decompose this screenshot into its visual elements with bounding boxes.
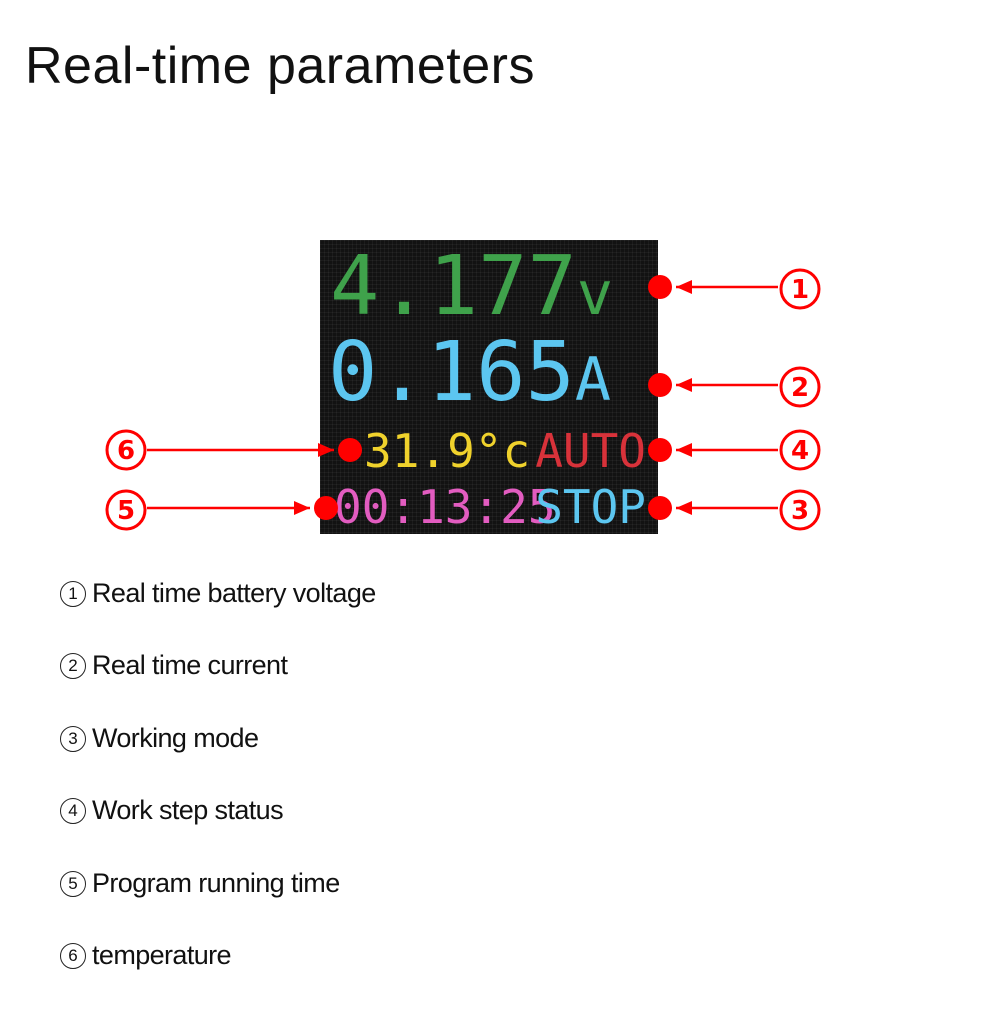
running-time-readout: 00:13:25 xyxy=(334,480,556,534)
callout-number: 4 xyxy=(791,436,809,466)
arrow-head-icon xyxy=(676,280,692,294)
temperature-value: 31.9 xyxy=(364,424,475,478)
callout-number-circle xyxy=(779,268,821,310)
legend-number: 5 xyxy=(60,870,86,897)
legend-text: Work step status xyxy=(92,795,284,826)
legend-text: Program running time xyxy=(92,867,340,898)
legend-item: 2 Real time current xyxy=(60,650,376,722)
legend-number: 3 xyxy=(60,725,86,752)
legend-text: temperature xyxy=(92,939,232,970)
page-title: Real-time parameters xyxy=(25,37,535,95)
legend-item: 4 Work step status xyxy=(60,795,376,867)
legend-number: 4 xyxy=(60,798,86,825)
current-readout: 0.165A xyxy=(328,332,611,414)
callout-3: 3 xyxy=(648,489,821,531)
step-status-readout: AUTO xyxy=(535,424,646,478)
callout-number: 3 xyxy=(791,496,809,526)
callout-dot xyxy=(314,496,338,520)
callout-number: 5 xyxy=(117,496,135,526)
arrow-head-icon xyxy=(676,501,692,515)
callout-number: 2 xyxy=(791,373,809,403)
callout-number-circle xyxy=(105,429,147,471)
callout-4: 4 xyxy=(648,429,821,471)
callout-2: 2 xyxy=(648,366,821,408)
callout-number: 1 xyxy=(791,275,809,305)
callout-number-circle xyxy=(779,489,821,531)
callout-dot xyxy=(648,438,672,462)
legend-item: 5 Program running time xyxy=(60,868,376,940)
arrow-head-icon xyxy=(676,443,692,457)
callout-number-circle xyxy=(779,366,821,408)
legend-number: 2 xyxy=(60,653,86,680)
arrow-head-icon xyxy=(676,378,692,392)
temperature-unit: °c xyxy=(474,424,531,478)
legend-item: 6 temperature xyxy=(60,940,376,1012)
legend-number: 1 xyxy=(60,581,86,607)
callout-6: 6 xyxy=(105,429,362,471)
voltage-readout: 4.177v xyxy=(330,246,613,328)
callout-number: 6 xyxy=(117,436,135,466)
callout-dot xyxy=(648,373,672,397)
legend-item: 3 Working mode xyxy=(60,723,376,795)
callout-number-circle xyxy=(105,489,147,531)
legend-text: Real time current xyxy=(92,650,288,681)
legend-text: Working mode xyxy=(92,722,259,753)
legend-item: 1 Real time battery voltage xyxy=(60,578,376,650)
callout-number-circle xyxy=(779,429,821,471)
lcd-display: 4.177v 0.165A 31.9°c AUTO 00:13:25 STOP xyxy=(320,240,658,534)
legend-number: 6 xyxy=(60,942,86,969)
callout-dot xyxy=(648,496,672,520)
arrow-head-icon xyxy=(294,501,310,515)
callout-1: 1 xyxy=(648,268,821,310)
temperature-readout: 31.9°c xyxy=(364,428,530,474)
callout-5: 5 xyxy=(105,489,338,531)
callout-dot xyxy=(338,438,362,462)
current-unit: A xyxy=(574,345,611,415)
arrow-head-icon xyxy=(318,443,334,457)
callout-dot xyxy=(648,275,672,299)
mode-readout: STOP xyxy=(535,480,646,534)
legend-list: 1 Real time battery voltage 2 Real time … xyxy=(60,578,376,1012)
voltage-value: 4.177 xyxy=(330,240,577,334)
current-value: 0.165 xyxy=(328,325,575,420)
voltage-unit: v xyxy=(576,259,613,329)
legend-text: Real time battery voltage xyxy=(92,578,376,608)
